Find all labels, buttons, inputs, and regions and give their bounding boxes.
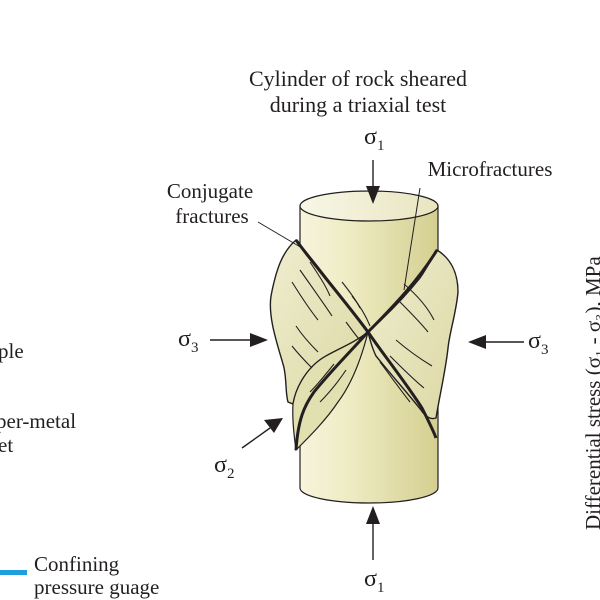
sample-label-fragment: ple (0, 339, 24, 363)
conjugate-leader (257, 221, 303, 249)
microfractures-leader (403, 187, 421, 291)
jacket-label-line-2: et (0, 433, 13, 457)
microfracture-lines (291, 261, 435, 403)
title-line-2: during a triaxial test (270, 92, 447, 117)
gauge-label-line-1: Confining (34, 552, 120, 576)
sigma1-bottom-label: σ1 (364, 566, 384, 596)
sigma2-arrow (241, 418, 283, 449)
conjugate-fracture-b (294, 249, 439, 451)
sigma3-left-arrow (210, 333, 268, 347)
sigma3-right-label: σ3 (528, 328, 548, 358)
confining-pressure-gauge-bar (0, 570, 27, 575)
jacket-label-line-1: per-metal (0, 409, 76, 433)
conjugate-label-line-1: Conjugate (167, 179, 253, 203)
sigma3-left-label: σ3 (178, 326, 198, 356)
right-fracture-wedge (367, 249, 459, 420)
conjugate-label-line-2: fractures (175, 204, 248, 228)
sigma1-bottom-arrow (366, 506, 380, 560)
title-line-1: Cylinder of rock sheared (249, 66, 467, 91)
rock-cylinder-body (299, 205, 439, 504)
conjugate-fracture-a (294, 239, 438, 439)
sigma1-top-arrow (366, 160, 380, 204)
microfractures-label: Microfractures (428, 157, 553, 181)
differential-stress-axis-label: Differential stress (σ₁ - σ₃), MPa (581, 256, 600, 530)
sigma3-right-arrow (468, 335, 524, 349)
gauge-label-line-2: pressure guage (34, 575, 159, 599)
sigma2-label: σ2 (214, 452, 234, 482)
sigma1-top-label: σ1 (364, 124, 384, 154)
